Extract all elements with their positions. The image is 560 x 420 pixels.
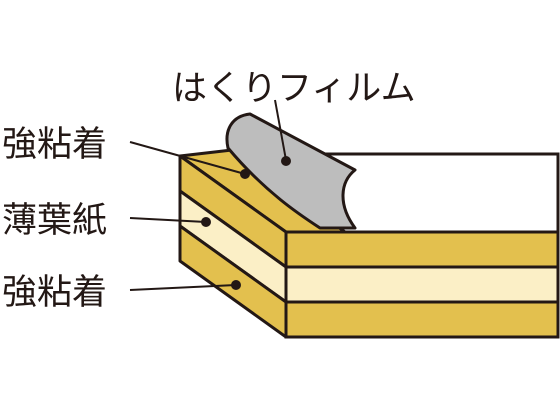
front-layer-adhesive-top bbox=[284, 230, 560, 269]
leader-dot-adhesive-top bbox=[240, 169, 250, 179]
leader-line-adhesive-bottom bbox=[129, 284, 237, 291]
leader-line-release-film bbox=[274, 99, 287, 161]
label-tissue-paper: 薄葉紙 bbox=[2, 201, 107, 241]
leader-line-tissue bbox=[129, 217, 207, 223]
front-layer-adhesive-bottom bbox=[284, 300, 560, 339]
leader-dot-release-film bbox=[281, 156, 291, 166]
front-layer-tissue bbox=[284, 265, 560, 304]
leader-dot-adhesive-bottom bbox=[231, 280, 241, 290]
release-film bbox=[225, 112, 357, 230]
label-release-film: はくりフィルム bbox=[172, 69, 416, 109]
leader-line-adhesive-top bbox=[129, 141, 246, 175]
label-adhesive-top: 強粘着 bbox=[2, 125, 107, 165]
leader-dot-tissue bbox=[201, 217, 211, 227]
label-adhesive-bottom: 強粘着 bbox=[2, 273, 107, 313]
